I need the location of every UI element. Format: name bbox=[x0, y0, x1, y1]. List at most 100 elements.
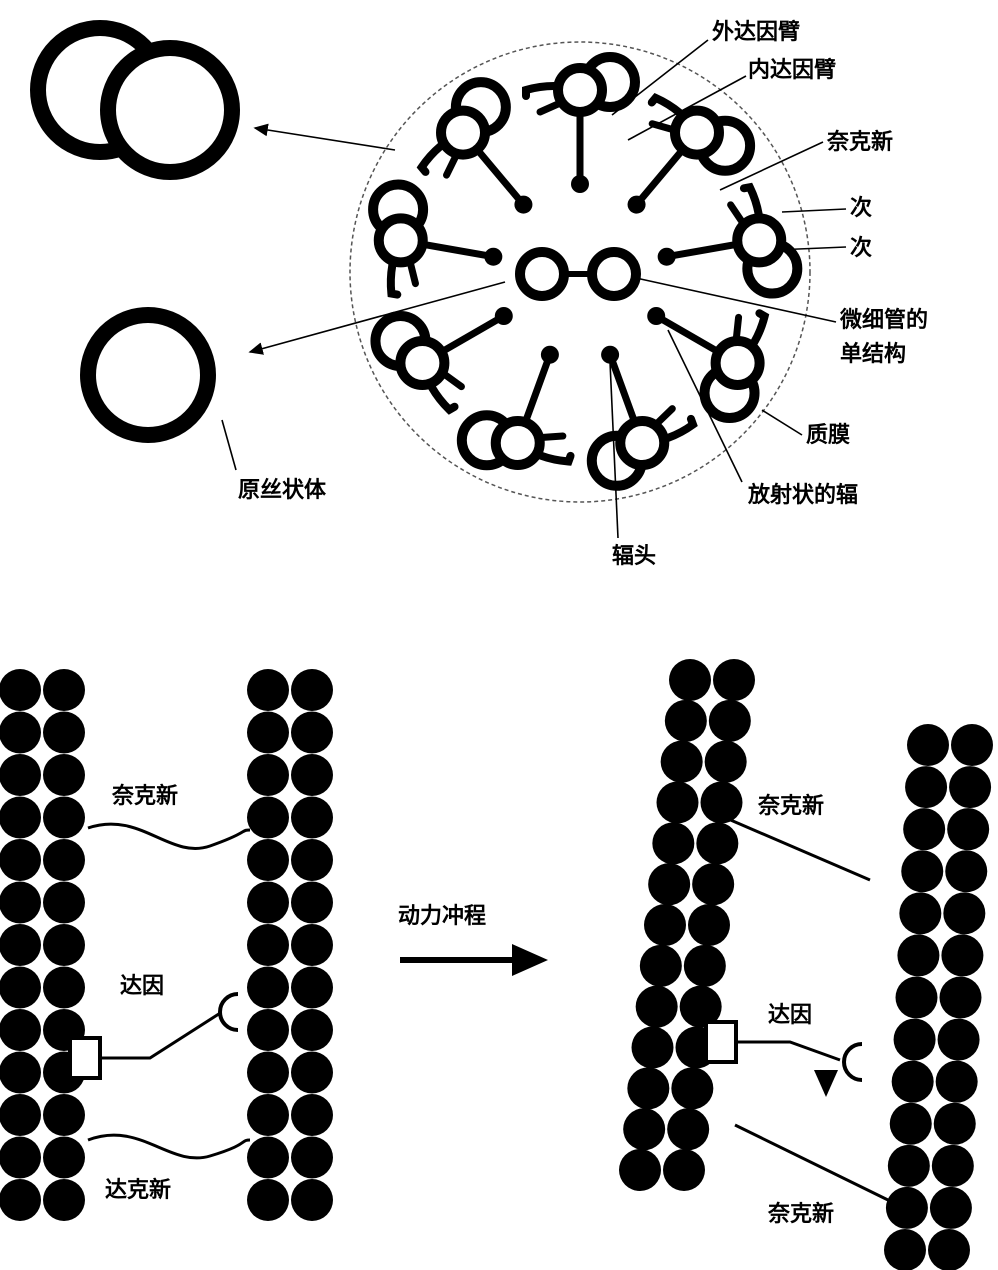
outer-dynein-arm bbox=[386, 261, 402, 299]
spoke-head bbox=[601, 345, 620, 364]
left-doublet-bead bbox=[43, 754, 85, 796]
after-left-doublet-bead bbox=[683, 944, 726, 987]
after-left-doublet-bead bbox=[679, 985, 722, 1028]
after-right-doublet-bead bbox=[937, 1018, 980, 1061]
left-dacxin-label: 达克新 bbox=[105, 1178, 172, 1203]
left-doublet-bead bbox=[0, 1179, 41, 1221]
subfiber-a bbox=[710, 336, 765, 390]
arrow-to-doublet bbox=[253, 123, 396, 151]
right-doublet-bead bbox=[291, 711, 333, 754]
after-left-doublet-bead bbox=[700, 781, 743, 824]
right-doublet-bead bbox=[247, 754, 289, 796]
inner-dynein-arm bbox=[732, 313, 743, 341]
inner-dynein-arm bbox=[654, 405, 676, 426]
left-doublet-bead bbox=[43, 881, 85, 924]
radial-spoke bbox=[441, 312, 506, 355]
after-right-doublet-bead bbox=[885, 1186, 928, 1229]
after-right-doublet-bead bbox=[901, 850, 944, 893]
after-dynein-base bbox=[704, 1020, 738, 1064]
radial-spoke bbox=[423, 241, 494, 261]
spoke-head-label: 辐头 bbox=[612, 544, 657, 569]
subfiber-a bbox=[553, 63, 607, 117]
after-right-doublet-bead bbox=[905, 766, 948, 809]
axoneme-cross-section bbox=[349, 41, 811, 503]
radial-spoke bbox=[522, 353, 554, 422]
leader-protofilament bbox=[221, 419, 237, 471]
power-stroke-label: 动力冲程 bbox=[398, 904, 487, 929]
outer-dynein-arm bbox=[416, 142, 445, 176]
right-doublet-bead bbox=[291, 669, 333, 711]
central-singlet-left bbox=[515, 247, 569, 301]
left-doublet-bead bbox=[0, 711, 41, 754]
radial-spoke bbox=[633, 148, 685, 207]
leader-outer-dynein bbox=[611, 39, 709, 116]
outer-dynein-arm bbox=[427, 383, 459, 415]
left-dynein-label: 达因 bbox=[120, 974, 165, 999]
after-right-doublet-bead bbox=[891, 1060, 934, 1103]
outer-dynein-arm bbox=[750, 309, 770, 347]
after-right-doublet-bead bbox=[928, 1229, 970, 1270]
left-doublet-bead bbox=[43, 839, 85, 881]
leader-spoke-head bbox=[609, 361, 619, 539]
after-left-doublet-bead bbox=[656, 781, 699, 824]
after-right-doublet-bead bbox=[884, 1229, 926, 1270]
radial-spoke-label: 放射状的辐 bbox=[748, 483, 859, 508]
right-doublet-bead bbox=[291, 881, 333, 924]
after-right-doublet-bead bbox=[907, 724, 949, 766]
after-right-doublet-bead bbox=[893, 1018, 936, 1061]
outer-dynein-arm bbox=[739, 182, 763, 219]
right-doublet-bead bbox=[291, 1094, 333, 1136]
subfiber-a bbox=[669, 105, 724, 160]
right-doublet-bead bbox=[291, 839, 333, 881]
after-left-doublet-bead bbox=[692, 863, 735, 906]
central-singlet-label-line1: 微细管的 bbox=[840, 308, 929, 333]
outer-dynein-arm bbox=[664, 414, 698, 442]
after-left-doublet-bead bbox=[635, 985, 678, 1028]
after-left-doublet-bead bbox=[627, 1067, 670, 1110]
after-nexin-bottom bbox=[734, 1123, 889, 1202]
doublet-pair-before bbox=[0, 669, 333, 1221]
leader-sub-a bbox=[781, 208, 847, 213]
inner-dynein-arm bbox=[536, 100, 562, 116]
after-left-doublet-bead bbox=[688, 904, 730, 946]
subfiber-a bbox=[373, 213, 428, 268]
right-nexin-bottom-label: 奈克新 bbox=[768, 1202, 835, 1227]
dynein-head bbox=[218, 992, 239, 1032]
right-doublet-bead bbox=[247, 1136, 289, 1179]
inner-dynein-arm bbox=[407, 260, 419, 288]
after-left-doublet-bead bbox=[667, 1108, 710, 1151]
left-doublet-bead bbox=[43, 711, 85, 754]
plasma-membrane-label: 质膜 bbox=[806, 423, 851, 448]
outer-dynein-arm bbox=[522, 82, 558, 100]
right-doublet-bead bbox=[247, 1051, 289, 1094]
subfiber-a bbox=[732, 213, 787, 268]
leader-central bbox=[635, 277, 837, 323]
inner-dynein-arm-label: 内达因臂 bbox=[748, 58, 837, 83]
after-left-doublet-bead bbox=[644, 904, 686, 946]
after-right-doublet-bead bbox=[903, 808, 946, 851]
leader-spoke bbox=[667, 329, 743, 483]
after-right-doublet-bead bbox=[945, 850, 988, 893]
after-left-doublet-bead bbox=[671, 1067, 714, 1110]
inner-dynein-arm bbox=[539, 432, 567, 441]
subfiber-a bbox=[615, 416, 670, 471]
spoke-head bbox=[540, 345, 559, 364]
nexin-label: 奈克新 bbox=[827, 130, 894, 155]
left-doublet-bead bbox=[0, 1051, 41, 1094]
singlet-ring bbox=[80, 307, 216, 443]
right-doublet-bead bbox=[291, 1179, 333, 1221]
arrow-to-singlet bbox=[248, 281, 506, 355]
right-doublet-bead bbox=[247, 966, 289, 1009]
subfiber-b-label: 次 bbox=[850, 236, 873, 261]
leader-membrane bbox=[761, 409, 803, 436]
dynein-base bbox=[68, 1036, 102, 1080]
after-right-doublet-bead bbox=[935, 1060, 978, 1103]
central-singlet-label-line2: 单结构 bbox=[840, 342, 907, 367]
after-left-doublet-bead bbox=[652, 822, 695, 865]
right-doublet-bead bbox=[247, 711, 289, 754]
right-doublet-bead bbox=[247, 669, 289, 711]
subfiber-a-label: 次 bbox=[850, 196, 873, 221]
left-doublet-bead bbox=[43, 796, 85, 839]
